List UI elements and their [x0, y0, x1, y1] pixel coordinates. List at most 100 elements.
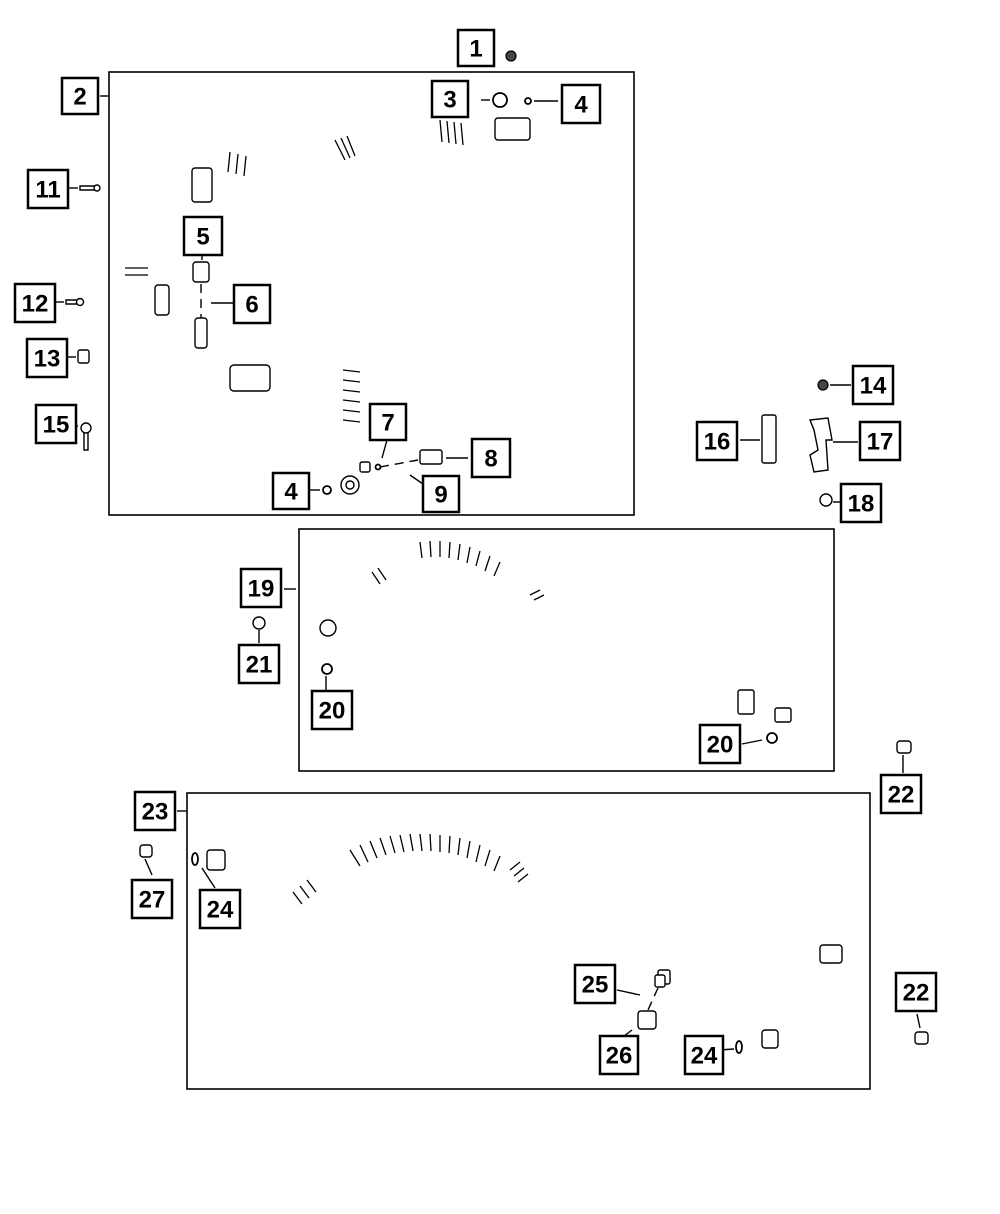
hose-end-block: [206, 849, 226, 871]
svg-text:4: 4: [574, 92, 588, 119]
callout-box-27: 27: [130, 878, 174, 920]
o-ring-icon: [524, 97, 532, 105]
svg-text:1: 1: [469, 36, 482, 63]
svg-text:14: 14: [860, 373, 887, 400]
callout-box-2: 2: [60, 76, 100, 116]
svg-text:22: 22: [903, 980, 930, 1007]
svg-text:2: 2: [73, 84, 86, 111]
callout-box-6: 6: [232, 283, 272, 325]
o-ring-icon: [766, 732, 778, 744]
callout-box-1: 1: [456, 28, 496, 68]
svg-text:20: 20: [319, 698, 346, 725]
hose-end-fitting: [319, 619, 337, 637]
callout-box-22: 22: [879, 773, 923, 815]
callout-box-4: 4: [271, 471, 311, 511]
callout-box-23: 23: [133, 790, 177, 832]
svg-text:19: 19: [248, 576, 275, 603]
hose-assembly-19: [319, 540, 825, 723]
bracket-icon: [809, 417, 833, 473]
svg-text:22: 22: [888, 782, 915, 809]
hose-end-block: [774, 707, 792, 723]
callout-box-14: 14: [851, 364, 895, 406]
svg-text:21: 21: [246, 652, 273, 679]
corrugation-ribs-hose-2: [125, 119, 464, 423]
clamp-icon: [761, 414, 777, 464]
valve-body: [229, 364, 271, 392]
svg-text:15: 15: [43, 412, 70, 439]
o-ring-icon: [322, 485, 332, 495]
hose-assembly-2: [124, 116, 531, 495]
cap-icon: [139, 844, 153, 858]
corrugation-ribs-hose-23: [292, 833, 529, 905]
callout-box-19: 19: [239, 567, 283, 609]
bracket-clip: [191, 167, 213, 203]
small-parts: [65, 50, 929, 1054]
group-frame-23: [186, 792, 871, 1090]
svg-text:8: 8: [484, 446, 497, 473]
svg-text:11: 11: [35, 177, 60, 204]
svg-text:9: 9: [434, 482, 447, 509]
callout-box-8: 8: [470, 437, 512, 479]
nut-icon: [819, 493, 833, 507]
hose-end-block: [819, 944, 843, 964]
svg-text:17: 17: [867, 429, 894, 456]
svg-text:6: 6: [245, 292, 258, 319]
callout-box-20: 20: [698, 723, 742, 765]
callout-box-15: 15: [34, 403, 78, 445]
callout-box-21: 21: [237, 643, 281, 685]
callout-box-16: 16: [695, 420, 739, 462]
svg-text:18: 18: [848, 491, 875, 518]
cap-icon: [637, 1010, 657, 1030]
callout-box-13: 13: [25, 337, 69, 379]
svg-text:24: 24: [691, 1043, 718, 1070]
callout-box-24: 24: [198, 888, 242, 930]
callout-box-25: 25: [573, 963, 617, 1005]
svg-text:24: 24: [207, 897, 234, 924]
callout-box-9: 9: [421, 474, 461, 514]
cap-icon: [896, 740, 912, 754]
svg-text:20: 20: [707, 732, 734, 759]
callout-box-18: 18: [839, 482, 883, 524]
nut-icon: [252, 616, 266, 630]
fitting-block: [494, 117, 531, 141]
callout-box-12: 12: [13, 282, 57, 324]
callout-box-20: 20: [310, 689, 354, 731]
svg-text:13: 13: [34, 346, 61, 373]
clip-icon: [77, 349, 90, 364]
callout-box-7: 7: [368, 402, 408, 442]
valve-core-icon: [654, 974, 666, 988]
o-ring-icon: [321, 663, 333, 675]
svg-text:27: 27: [139, 887, 166, 914]
valve-cap-icon: [192, 261, 210, 283]
svg-text:4: 4: [284, 479, 298, 506]
leader-lines: [55, 95, 921, 1051]
svg-text:12: 12: [22, 291, 49, 318]
seal-ring-icon: [492, 92, 508, 108]
pressure-switch-icon: [419, 449, 443, 465]
hose-end-block: [761, 1029, 779, 1049]
bracket-clip-lower: [154, 284, 170, 316]
o-ring-icon: [735, 1040, 743, 1054]
callout-box-24: 24: [683, 1034, 725, 1076]
svg-text:3: 3: [443, 87, 456, 114]
svg-text:16: 16: [704, 429, 731, 456]
callout-box-26: 26: [598, 1034, 640, 1076]
o-ring-icon: [374, 463, 382, 471]
cap-icon: [914, 1031, 929, 1045]
nut-icon: [817, 379, 829, 391]
hose-assembly-23: [206, 829, 860, 1049]
callout-box-17: 17: [858, 420, 902, 462]
callout-box-11: 11: [26, 168, 70, 210]
group-frame-19: [298, 528, 835, 772]
svg-text:5: 5: [196, 224, 209, 251]
svg-text:7: 7: [381, 410, 394, 437]
svg-text:26: 26: [606, 1043, 633, 1070]
callout-box-3: 3: [430, 79, 470, 119]
callout-box-22: 22: [894, 971, 938, 1013]
callout-box-4: 4: [560, 83, 602, 125]
group-frame-2: [108, 71, 635, 516]
o-ring-icon: [191, 852, 199, 866]
fitting-icon: [359, 461, 371, 473]
svg-text:25: 25: [582, 972, 609, 999]
